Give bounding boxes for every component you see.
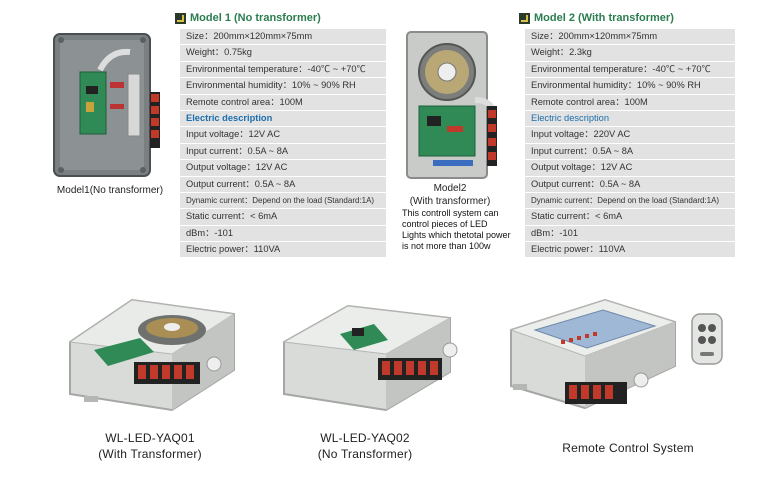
spec-row: Input voltage：220V AC — [525, 127, 735, 144]
spec-row: Environmental humidity：10% ~ 90% RH — [180, 78, 386, 95]
model2-title: Model 2 (With transformer) — [519, 12, 674, 24]
spec-row: Input current：0.5A ~ 8A — [525, 144, 735, 161]
spec-row: Output voltage：12V AC — [525, 160, 735, 177]
spec-row: Static current：< 6mA — [180, 209, 386, 226]
model2-note: This controll system can control pieces … — [402, 208, 518, 252]
spec-row: Size：200mm×120mm×75mm — [180, 29, 386, 46]
product-yaq02-type: (No Transformer) — [317, 447, 413, 461]
product-yaq02-photo — [278, 298, 458, 418]
model1-spec-table: Size：200mm×120mm×75mm Weight：0.75kg Envi… — [180, 29, 386, 259]
spec-row: Environmental humidity：10% ~ 90% RH — [525, 78, 735, 95]
note-line: is not more than 100w — [402, 241, 491, 251]
spec-row: Environmental temperature：-40℃ ~ +70℃ — [525, 62, 735, 79]
spec-row: Environmental temperature：-40℃ ~ +70℃ — [180, 62, 386, 79]
model1-title-text: Model 1 (No transformer) — [190, 12, 321, 24]
spec-row: Output current：0.5A ~ 8A — [525, 177, 735, 193]
model2-caption-line2: (With transformer) — [409, 196, 491, 207]
spec-row: Output current：0.5A ~ 8A — [180, 177, 386, 193]
product-yaq01-photo — [62, 292, 242, 417]
remote-keyfob-icon — [688, 312, 728, 368]
spec-row: Weight：0.75kg — [180, 45, 386, 62]
model2-spec-table: Size：200mm×120mm×75mm Weight：2.3kg Envir… — [525, 29, 735, 259]
product-yaq02-model: WL-LED-YAQ02 — [320, 431, 410, 445]
spec-row: Dynamic current：Depend on the load (Stan… — [525, 193, 735, 210]
model1-title: Model 1 (No transformer) — [175, 12, 321, 24]
spec-row: Remote control area：100M — [180, 95, 386, 111]
model2-title-text: Model 2 (With transformer) — [534, 12, 674, 24]
model2-caption-line1: Model2 — [433, 183, 467, 194]
product-yaq01-model: WL-LED-YAQ01 — [105, 431, 195, 445]
spec-row: Dynamic current：Depend on the load (Stan… — [180, 193, 386, 210]
product-yaq01-type: (With Transformer) — [98, 447, 202, 461]
spec-section-heading: Electric description — [180, 111, 386, 128]
product-yaq01-caption: WL-LED-YAQ01 (With Transformer) — [55, 430, 245, 462]
arrow-box-icon — [175, 12, 186, 24]
note-line: Lights which thetotal power — [402, 230, 511, 240]
spec-row: dBm：-101 — [525, 226, 735, 243]
note-line: control pieces of LED — [402, 219, 488, 229]
spec-row: Input current：0.5A ~ 8A — [180, 144, 386, 161]
model1-caption: Model1(No transformer) — [56, 185, 164, 196]
spec-row: Size：200mm×120mm×75mm — [525, 29, 735, 46]
product-yaq02-caption: WL-LED-YAQ02 (No Transformer) — [270, 430, 460, 462]
spec-row: Electric power：110VA — [180, 242, 386, 259]
spec-section-heading: Electric description — [525, 111, 735, 128]
model2-caption: Model2 (With transformer) — [395, 182, 505, 208]
spec-row: Output voltage：12V AC — [180, 160, 386, 177]
note-line: This controll system can — [402, 208, 499, 218]
arrow-box-icon — [519, 12, 530, 24]
model2-photo — [405, 30, 505, 180]
spec-row: Electric power：110VA — [525, 242, 735, 259]
spec-row: dBm：-101 — [180, 226, 386, 243]
spec-row: Weight：2.3kg — [525, 45, 735, 62]
model1-photo — [52, 30, 162, 180]
spec-row: Static current：< 6mA — [525, 209, 735, 226]
spec-row: Remote control area：100M — [525, 95, 735, 111]
product-remote-system-photo — [505, 296, 680, 426]
spec-row: Input voltage：12V AC — [180, 127, 386, 144]
product-remote-system-caption: Remote Control System — [562, 441, 694, 455]
